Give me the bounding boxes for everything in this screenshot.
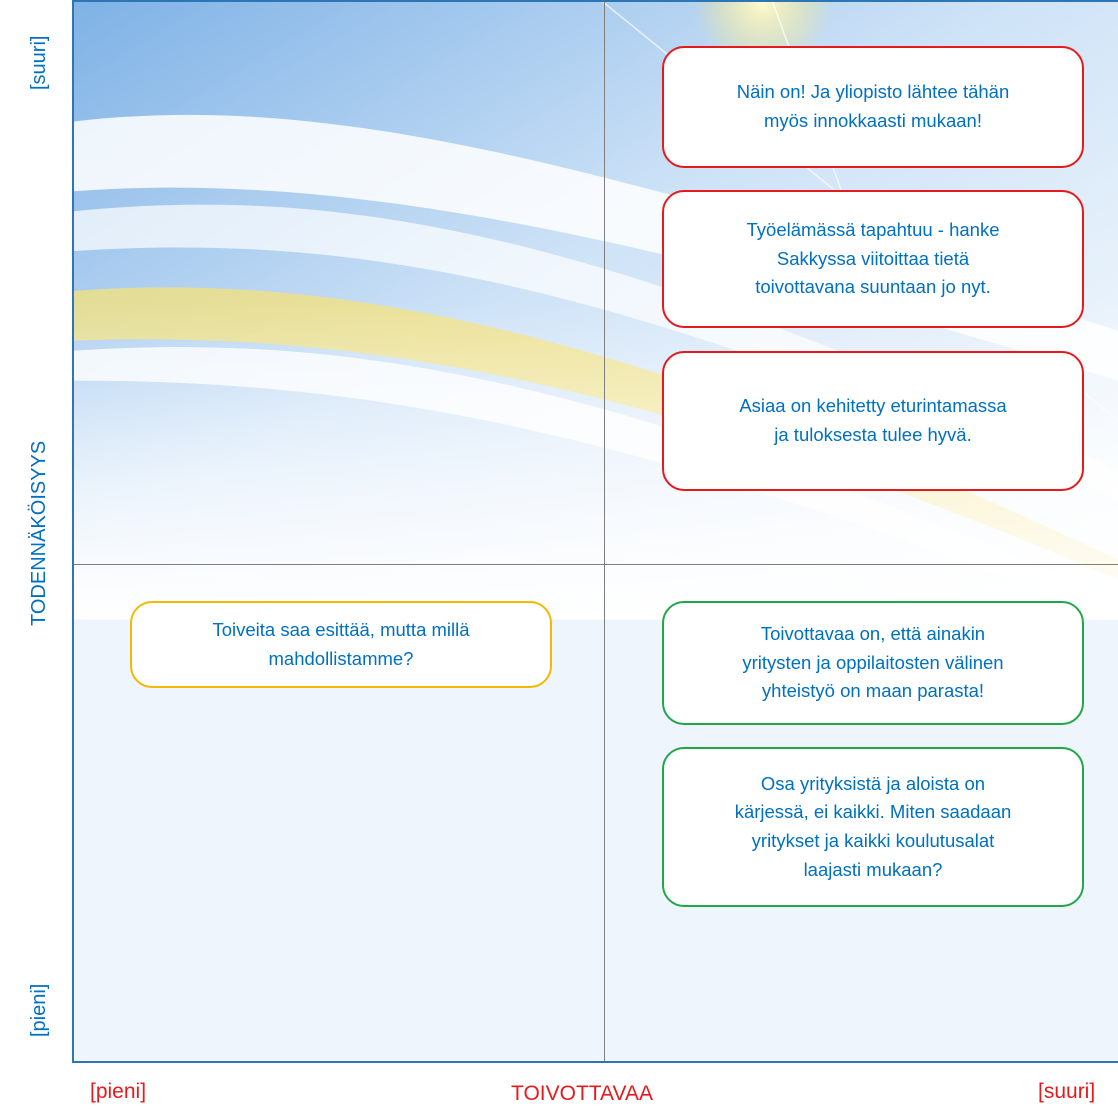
card-text: Näin on! Ja yliopisto lähtee tähän myös …	[736, 81, 1010, 131]
card-text: Toivottavaa on, että ainakin yritysten j…	[742, 622, 1004, 702]
vertical-quadrant-divider	[604, 2, 605, 1061]
x-axis-high-label: [suuri]	[1038, 1080, 1096, 1103]
y-axis-title: TODENNÄKÖISYYS	[28, 440, 50, 626]
card-top-right-2: Työelämässä tapahtuu - hanke Sakkyssa vi…	[662, 190, 1084, 328]
card-text: Työelämässä tapahtuu - hanke Sakkyssa vi…	[746, 218, 1000, 298]
card-top-right-1: Näin on! Ja yliopisto lähtee tähän myös …	[662, 46, 1084, 168]
card-bottom-right-2: Osa yrityksistä ja aloista on kärjessä, …	[662, 747, 1084, 907]
card-text: Asiaa on kehitetty eturintamassa ja tulo…	[739, 395, 1007, 445]
x-axis-low-label: [pieni]	[90, 1080, 147, 1103]
card-bottom-left-1: Toiveita saa esittää, mutta millä mahdol…	[130, 601, 552, 688]
y-axis-low-label: [pieni]	[28, 983, 50, 1037]
card-text: Toiveita saa esittää, mutta millä mahdol…	[212, 618, 470, 669]
card-top-right-3: Asiaa on kehitetty eturintamassa ja tulo…	[662, 351, 1084, 491]
y-axis-high-label: [suuri]	[28, 35, 50, 90]
card-bottom-right-1: Toivottavaa on, että ainakin yritysten j…	[662, 601, 1084, 725]
quadrant-plot-area: Näin on! Ja yliopisto lähtee tähän myös …	[72, 0, 1118, 1063]
x-axis-title: TOIVOTTAVAA	[511, 1082, 653, 1105]
horizontal-quadrant-divider	[74, 564, 1118, 565]
card-text: Osa yrityksistä ja aloista on kärjessä, …	[734, 772, 1012, 880]
